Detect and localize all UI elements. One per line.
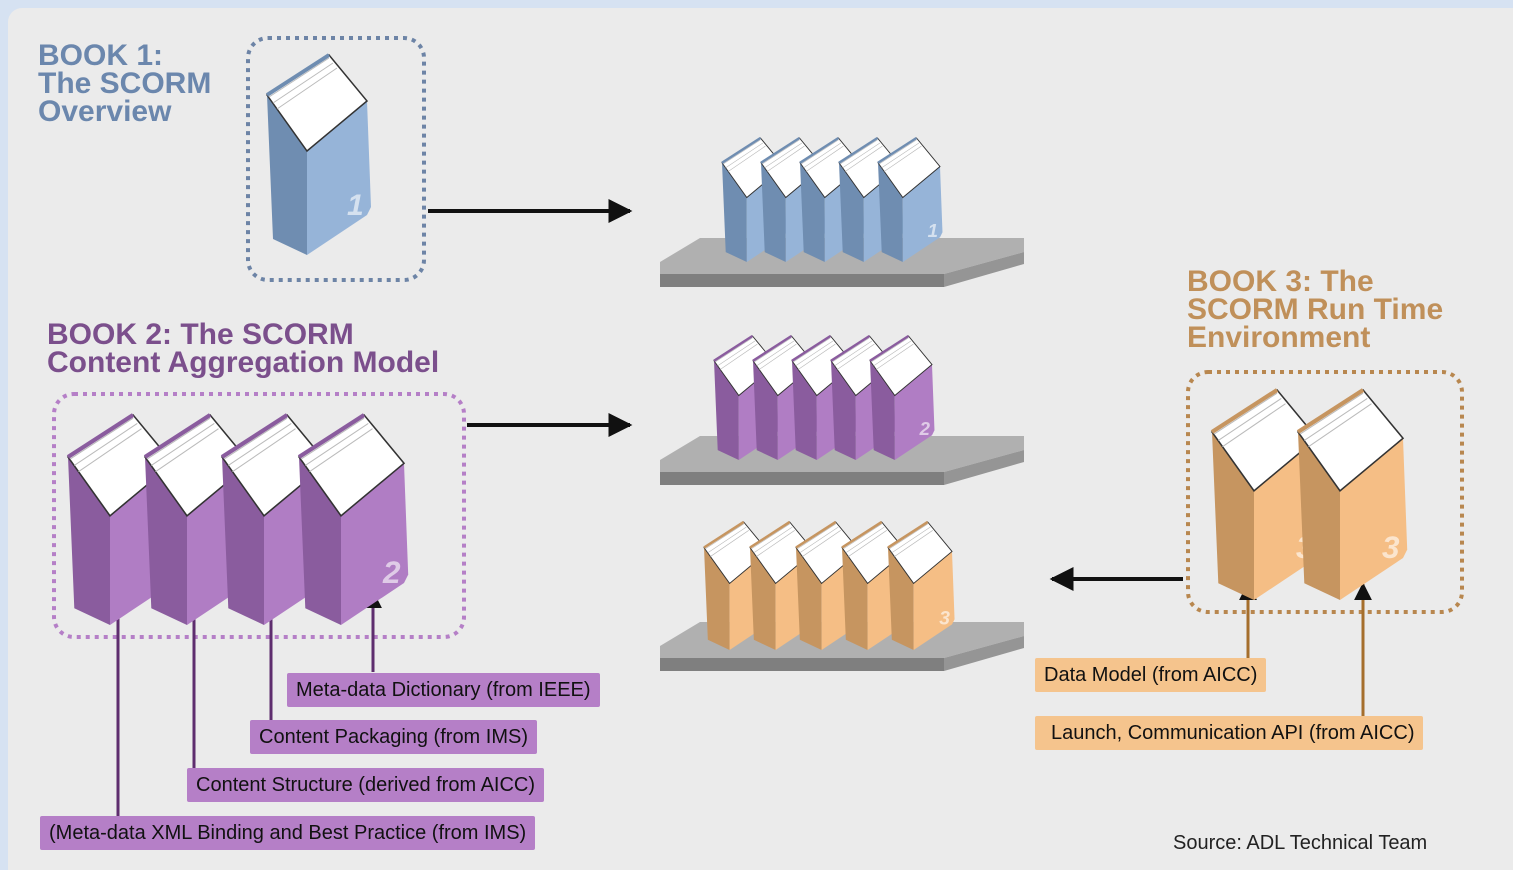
source-label-metadata-dictionary: Meta-data Dictionary (from IEEE) xyxy=(287,673,600,707)
book-number: 2 xyxy=(919,418,931,439)
source-label-launch-api: Launch, Communication API (from AICC) xyxy=(1035,716,1424,750)
source-label-data-model: Data Model (from AICC) xyxy=(1035,658,1267,692)
book-number: 1 xyxy=(347,189,364,222)
book-icon: 3 xyxy=(887,520,955,650)
book1-title: BOOK 1: The SCORM Overview xyxy=(38,39,212,128)
book3-title: BOOK 3: The SCORM Run Time Environment xyxy=(1187,265,1444,354)
book-icon: 1 xyxy=(877,136,943,262)
book-number: 2 xyxy=(382,554,401,590)
book-icon: 1 xyxy=(265,53,371,255)
book-number: 3 xyxy=(939,608,950,629)
book2-title: BOOK 2: The SCORM Content Aggregation Mo… xyxy=(47,318,440,379)
book2-group-box xyxy=(52,392,466,639)
source-label-content-packaging: Content Packaging (from IMS) xyxy=(250,720,537,754)
book-icon: 3 xyxy=(1296,388,1408,600)
book1-group-box xyxy=(246,36,426,282)
book-icon: 2 xyxy=(869,334,935,460)
book3-group-box xyxy=(1186,370,1464,614)
source-label-content-structure: Content Structure (derived from AICC) xyxy=(187,768,545,802)
source-credit: Source: ADL Technical Team xyxy=(1173,832,1428,854)
book-number: 1 xyxy=(928,220,938,241)
book-number: 3 xyxy=(1382,529,1400,565)
book-icon: 2 xyxy=(297,413,409,625)
source-label-metadata-xml-binding: (Meta-data XML Binding and Best Practice… xyxy=(40,816,536,850)
